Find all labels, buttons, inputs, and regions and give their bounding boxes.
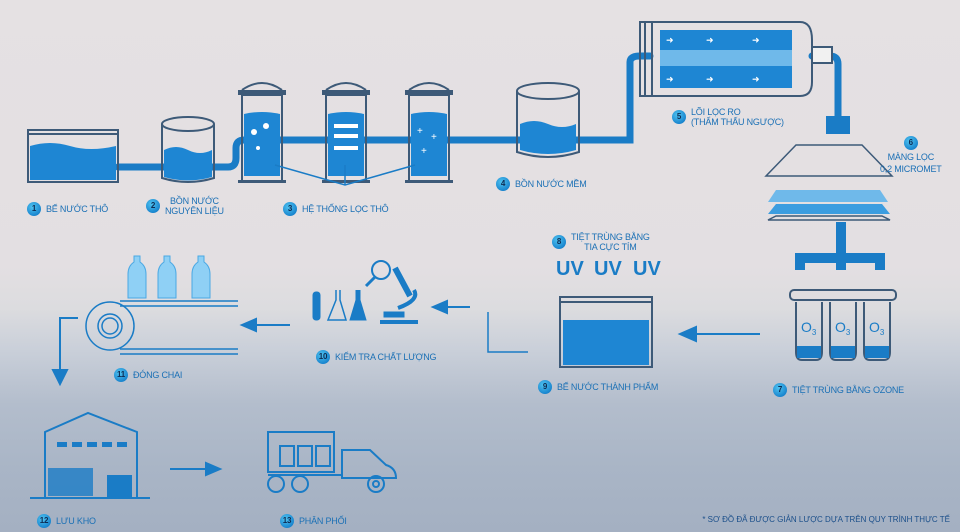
ozone-water xyxy=(865,346,889,358)
step-badge: 3 xyxy=(283,202,297,216)
step-9-label: 9 Bế nước thành phẩm xyxy=(538,380,658,394)
coarse-filter-columns-icon: + + + xyxy=(238,82,453,186)
step-badge: 12 xyxy=(37,514,51,528)
uv-icon: UV xyxy=(633,258,661,280)
raw-water-tank-icon xyxy=(27,129,119,183)
step-badge: 8 xyxy=(552,235,566,249)
micron-membrane-icon xyxy=(764,144,894,270)
svg-text:➜: ➜ xyxy=(752,35,760,45)
step-6-label: 6 Màng lọc 0,2 micromet xyxy=(880,136,942,174)
ozone-water xyxy=(797,346,821,358)
step-2-label: 2 Bồn nướcnguyên liệu xyxy=(146,196,224,216)
step-4-label: 4 Bồn nước mềm xyxy=(496,177,587,191)
step-badge: 6 xyxy=(903,136,918,150)
ozone-column xyxy=(795,302,823,361)
svg-text:+: + xyxy=(417,126,423,137)
finished-water-tank-icon xyxy=(559,296,653,368)
ozone-column xyxy=(829,302,857,361)
ozone-label: O3 xyxy=(835,319,851,337)
svg-text:➜: ➜ xyxy=(706,74,714,84)
bottle-icon xyxy=(191,255,211,299)
step-13-label: 13 Phân phối xyxy=(280,514,347,528)
step-text: Bế nước thành phẩm xyxy=(557,382,659,392)
step-text-line2: 0,2 micromet xyxy=(880,164,942,174)
soft-water-tank-icon xyxy=(516,82,580,158)
step-text-line2: tia cực tím xyxy=(584,242,637,252)
bottle-icon xyxy=(127,255,147,299)
raw-material-tank-icon xyxy=(161,116,215,183)
step-badge: 7 xyxy=(773,383,787,397)
step-badge: 2 xyxy=(146,199,160,213)
bottle-icon xyxy=(157,255,177,299)
step-badge: 10 xyxy=(316,350,330,364)
step-text-line1: Lõi lọc RO xyxy=(691,107,741,117)
step-8-label: 8 Tiệt trùng bằngtia cực tím xyxy=(552,232,650,252)
ozone-label: O3 xyxy=(869,319,885,337)
step-text-line2: (thẩm thấu ngược) xyxy=(691,117,784,127)
delivery-truck-icon xyxy=(267,431,398,493)
ozone-water xyxy=(831,346,855,358)
step-5-label: 5 Lõi lọc RO(thẩm thấu ngược) xyxy=(672,107,784,127)
step-text: Lưu kho xyxy=(56,516,96,526)
svg-text:➜: ➜ xyxy=(666,35,674,45)
step-badge: 4 xyxy=(496,177,510,191)
svg-text:➜: ➜ xyxy=(706,35,714,45)
step-badge: 1 xyxy=(27,202,41,216)
step-3-label: 3 Hệ thống lọc thô xyxy=(283,202,389,216)
step-text: Phân phối xyxy=(299,516,347,526)
step-badge: 11 xyxy=(114,368,128,382)
step-7-label: 7 Tiệt trùng bằng ozone xyxy=(773,383,904,397)
ro-membrane-icon: ➜ ➜ ➜ ➜ ➜ ➜ xyxy=(639,21,833,97)
warehouse-icon xyxy=(30,411,150,499)
step-text: Kiểm tra chất lượng xyxy=(335,352,437,362)
bottling-conveyor-icon xyxy=(85,255,238,355)
step-text-line1: Tiệt trùng bằng xyxy=(571,232,650,242)
step-11-label: 11 Đóng chai xyxy=(114,368,182,382)
svg-text:+: + xyxy=(421,146,427,157)
ozone-column xyxy=(863,302,891,361)
step-text-line2: nguyên liệu xyxy=(165,206,224,216)
step-badge: 13 xyxy=(280,514,294,528)
step-10-label: 10 Kiểm tra chất lượng xyxy=(316,350,436,364)
step-badge: 9 xyxy=(538,380,552,394)
step-text: Bế nước thô xyxy=(46,204,109,214)
uv-icon: UV xyxy=(556,258,584,280)
footnote: * Sơ đồ đã được giản lược dựa trên quy t… xyxy=(702,515,950,524)
svg-text:➜: ➜ xyxy=(752,74,760,84)
step-12-label: 12 Lưu kho xyxy=(37,514,96,528)
quality-lab-icon xyxy=(312,260,418,324)
step-1-label: 1 Bế nước thô xyxy=(27,202,108,216)
step-badge: 5 xyxy=(672,110,686,124)
svg-text:➜: ➜ xyxy=(666,74,674,84)
step-text: Hệ thống lọc thô xyxy=(302,204,389,214)
step-text: Đóng chai xyxy=(133,370,183,380)
ro-outlet xyxy=(826,116,850,134)
ozone-label: O3 xyxy=(801,319,817,337)
step-text: Bồn nước mềm xyxy=(515,179,587,189)
step-text-line1: Bồn nước xyxy=(170,196,219,206)
step-text-line1: Màng lọc xyxy=(887,152,935,162)
flow-arrows xyxy=(51,299,760,477)
ozone-sterilizer-icon: O3 O3 O3 xyxy=(789,289,897,361)
svg-text:+: + xyxy=(431,132,437,143)
step-text: Tiệt trùng bằng ozone xyxy=(792,385,904,395)
uv-icon: UV xyxy=(594,258,622,280)
